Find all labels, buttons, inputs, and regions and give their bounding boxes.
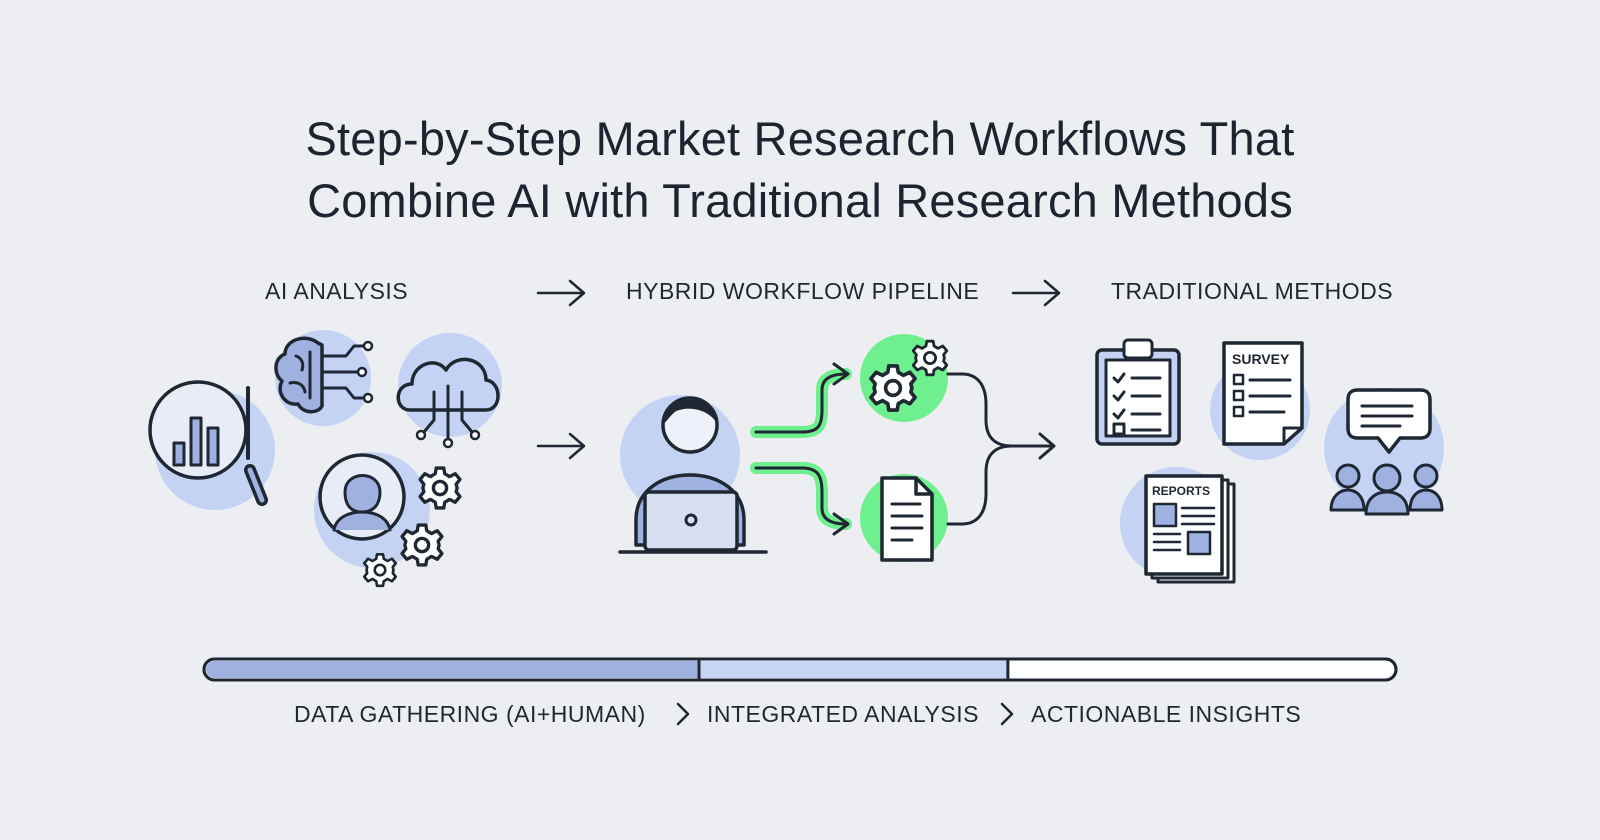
section-label-ai-analysis: AI ANALYSIS [265,278,409,304]
chevron-right-icon [676,702,690,726]
progress-bar [202,657,1398,682]
gear-icon [418,466,462,510]
title-line-2: Combine AI with Traditional Research Met… [307,174,1293,227]
arrow-icon-hybrid-to-traditional [1011,279,1061,307]
green-connector-lines [750,362,852,536]
progress-segment-data-gathering [206,661,708,678]
stage-label-actionable-insights: ACTIONABLE INSIGHTS [1031,701,1302,727]
reports-document-icon: REPORTS [1120,467,1236,584]
user-gears-icon [314,452,462,588]
section-label-hybrid-pipeline: HYBRID WORKFLOW PIPELINE [626,278,980,304]
gear-icon [400,523,444,567]
page-title: Step-by-Step Market Research Workflows T… [0,108,1600,232]
gears-node-icon [860,334,949,422]
cloud-circuit-icon [396,333,502,449]
gear-icon [869,364,917,412]
arrow-icon-ai-to-person [536,432,586,460]
gear-icon [362,552,398,588]
stage-label-data-gathering: DATA GATHERING (AI+HUMAN) [294,701,646,727]
progress-segment-integrated-analysis [699,661,1008,678]
stage-label-integrated-analysis: INTEGRATED ANALYSIS [707,701,979,727]
gear-icon [911,339,949,377]
section-label-traditional-methods: TRADITIONAL METHODS [1111,278,1394,304]
document-node-icon [860,474,948,562]
magnifier-chart-icon [148,380,275,510]
reports-label: REPORTS [1152,484,1210,498]
title-line-1: Step-by-Step Market Research Workflows T… [305,112,1295,165]
clipboard-checklist-icon [1095,338,1181,446]
survey-document-icon: SURVEY [1210,341,1310,460]
survey-label: SURVEY [1232,351,1290,367]
merge-connector-lines [946,372,1056,526]
brain-circuit-icon [274,330,374,426]
chevron-right-icon [1000,702,1014,726]
arrow-icon-ai-to-hybrid [536,279,586,307]
person-laptop-icon [618,395,768,554]
focus-group-icon [1324,388,1444,516]
